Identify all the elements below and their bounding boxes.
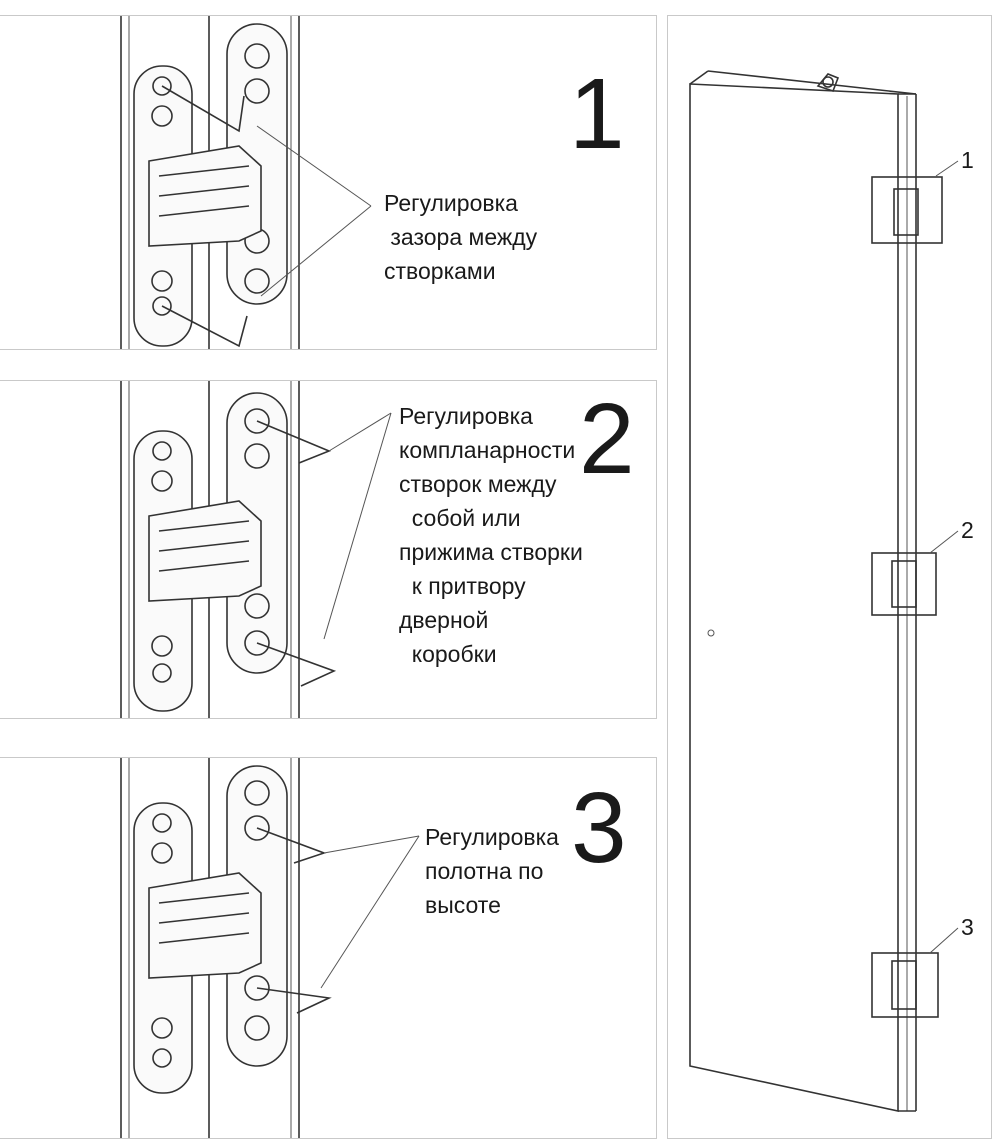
step-caption: Регулировка компланарности створок между… bbox=[399, 399, 583, 671]
caption-line: высоте bbox=[425, 892, 501, 918]
caption-line: полотна по bbox=[425, 858, 544, 884]
caption-line: коробки bbox=[399, 641, 497, 667]
step-caption: Регулировка зазора между створками bbox=[384, 186, 537, 288]
caption-line: к притвору bbox=[399, 573, 526, 599]
caption-line: Регулировка bbox=[399, 403, 533, 429]
door-overview-panel: 1 2 3 bbox=[667, 15, 992, 1139]
step-2-panel: 2 Регулировка компланарности створок меж… bbox=[0, 380, 657, 719]
caption-line: прижима створки bbox=[399, 539, 583, 565]
caption-line: Регулировка bbox=[425, 824, 559, 850]
caption-line: собой или bbox=[399, 505, 521, 531]
step-3-panel: 3 Регулировка полотна по высоте bbox=[0, 757, 657, 1139]
step-number: 3 bbox=[571, 772, 627, 884]
caption-line: Регулировка bbox=[384, 190, 518, 216]
hinge-illustration-3 bbox=[120, 758, 420, 1138]
caption-line: компланарности bbox=[399, 437, 576, 463]
step-number: 1 bbox=[569, 58, 625, 170]
step-1-panel: 1 Регулировка зазора между створками bbox=[0, 15, 657, 350]
caption-line: створками bbox=[384, 258, 496, 284]
caption-line: дверной bbox=[399, 607, 489, 633]
caption-line: створок между bbox=[399, 471, 557, 497]
hinge-illustration-2 bbox=[120, 381, 392, 718]
hinge-illustration-1 bbox=[120, 16, 372, 349]
door-hinge-marker-1: 1 bbox=[961, 147, 974, 173]
caption-line: зазора между bbox=[384, 224, 538, 250]
step-caption: Регулировка полотна по высоте bbox=[425, 820, 559, 922]
door-hinge-marker-3: 3 bbox=[961, 914, 974, 940]
step-number: 2 bbox=[579, 383, 635, 495]
door-hinge-marker-2: 2 bbox=[961, 517, 974, 543]
door-illustration bbox=[689, 70, 959, 1112]
